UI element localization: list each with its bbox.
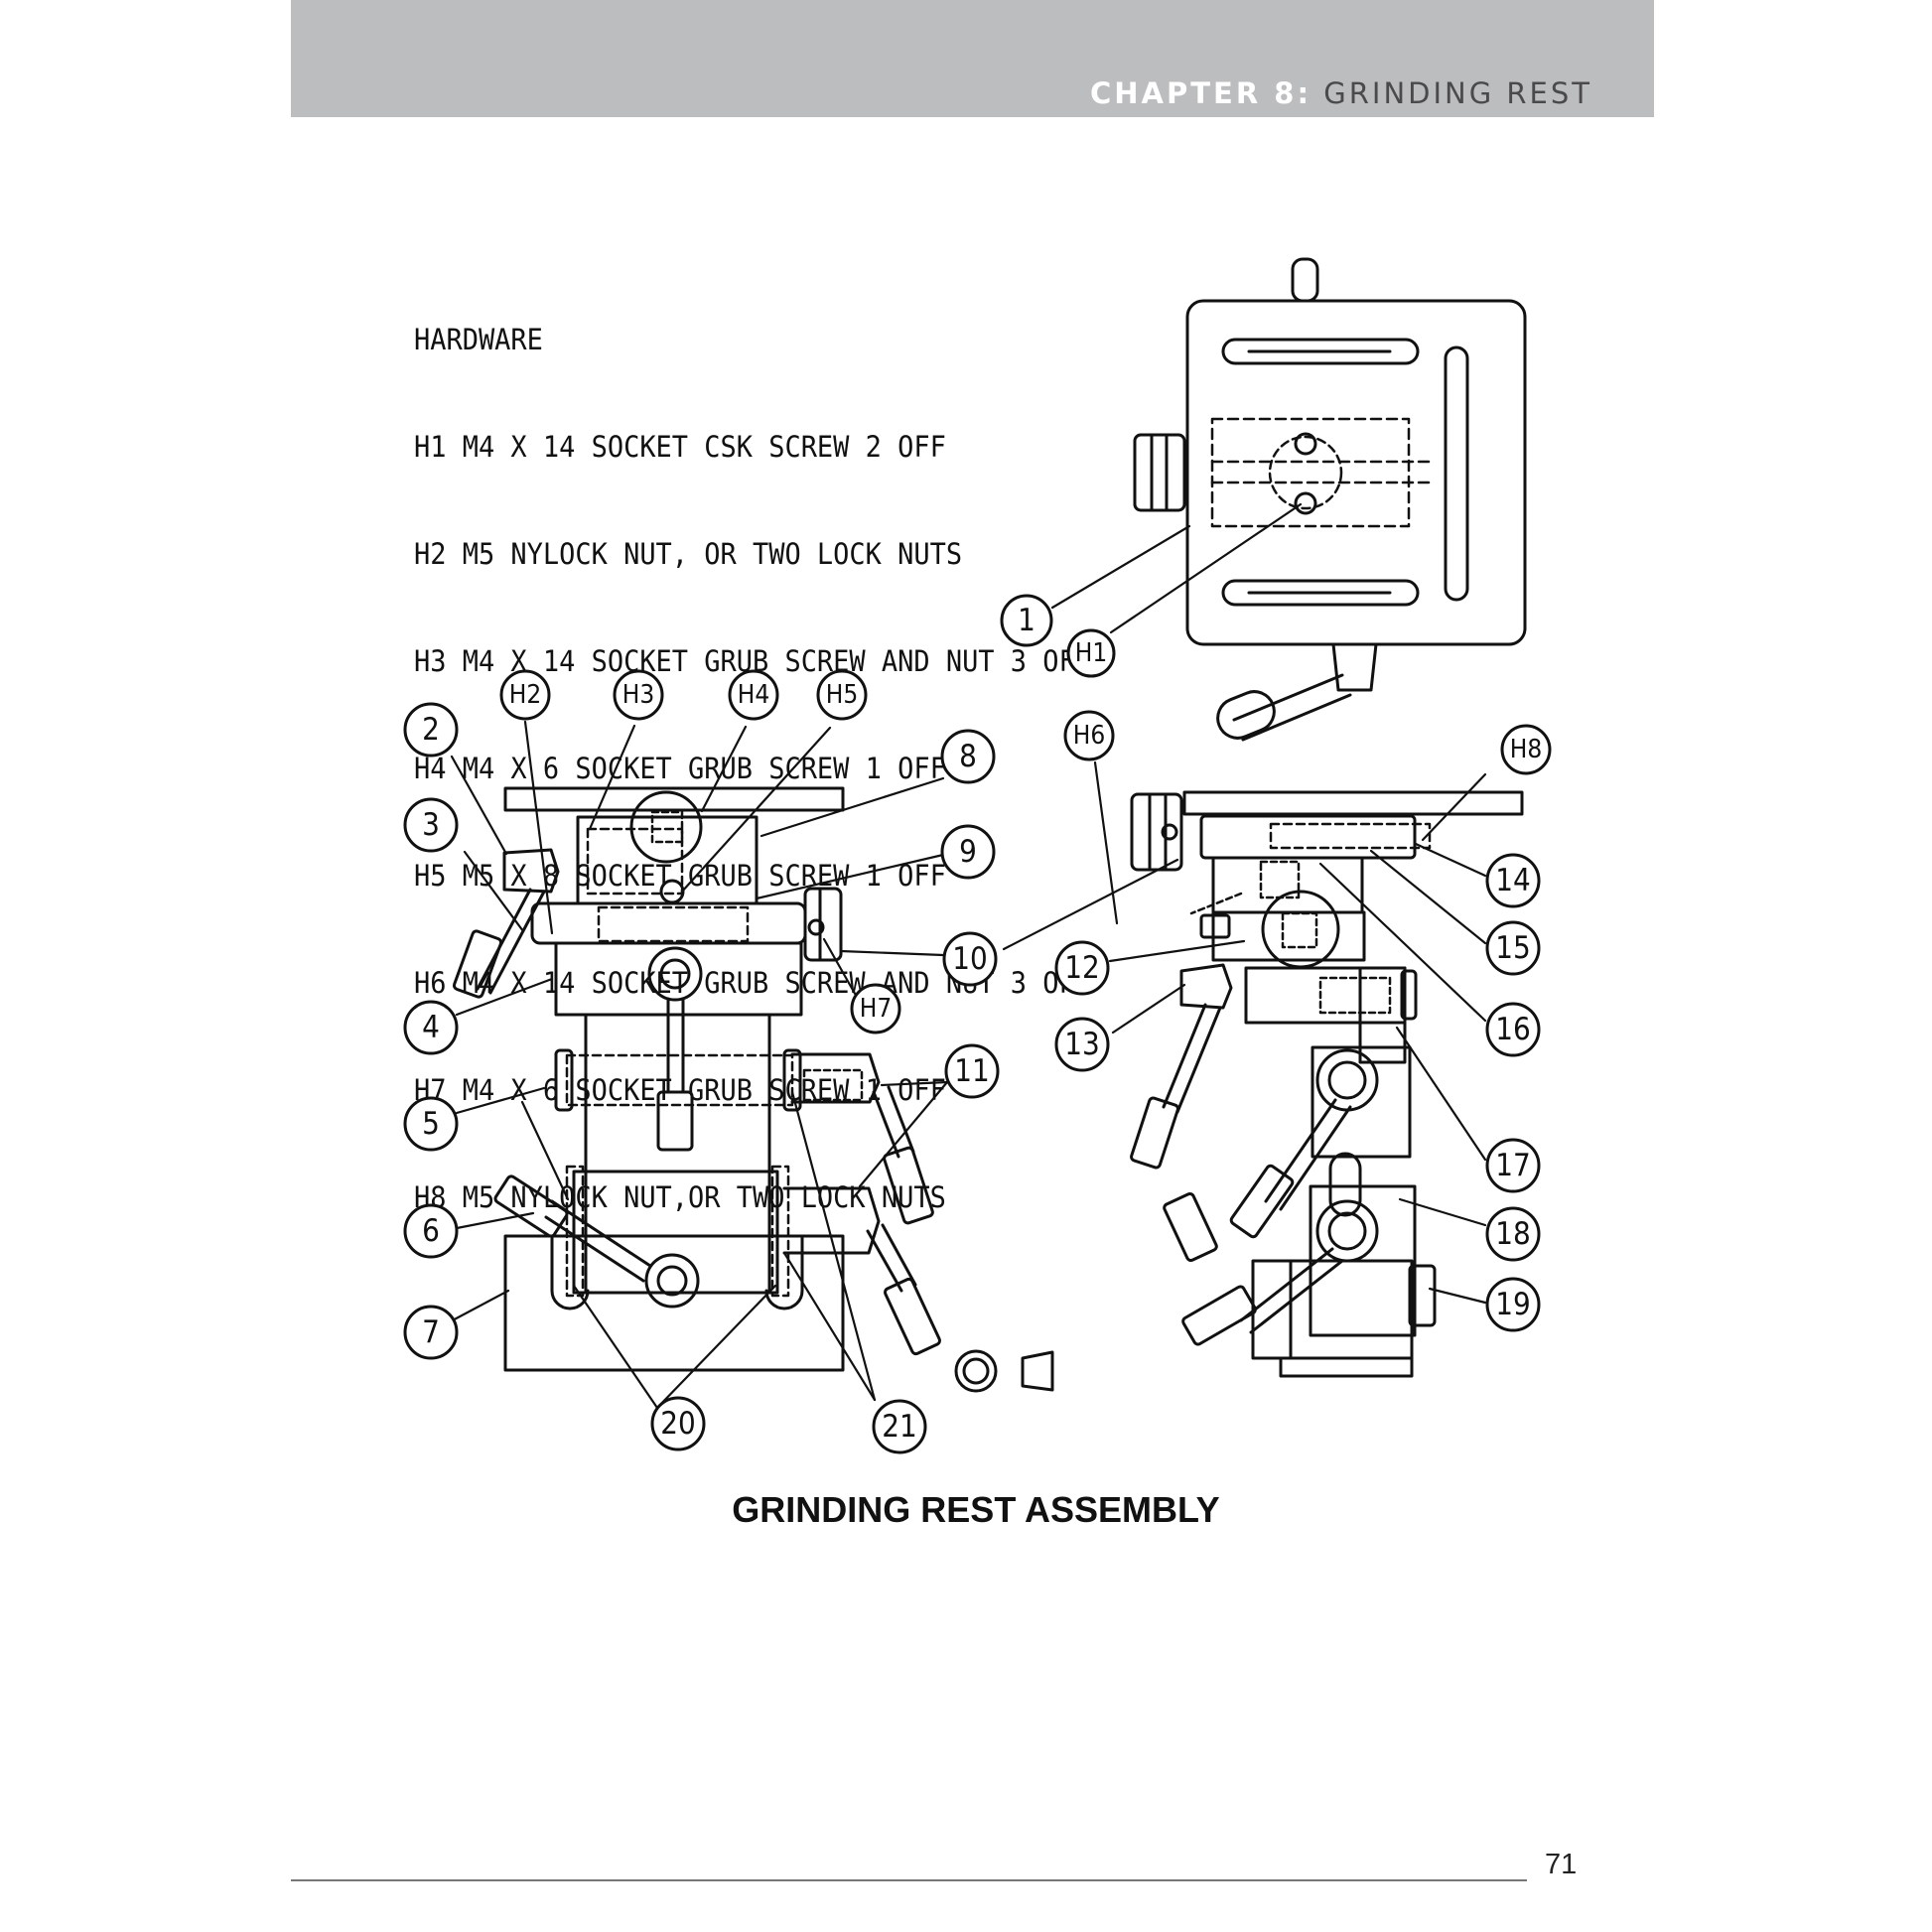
callout-h6: H6 (1073, 721, 1105, 751)
callout-7: 7 (422, 1314, 440, 1350)
callout-5: 5 (422, 1106, 440, 1142)
callout-19: 19 (1495, 1287, 1530, 1322)
hardware-item-h1: H1 M4 X 14 SOCKET CSK SCREW 2 OFF (414, 430, 946, 464)
page-number: 71 (1545, 1849, 1578, 1880)
callout-20: 20 (660, 1406, 695, 1442)
callout-14: 14 (1495, 863, 1530, 898)
footer-rule (291, 1879, 1527, 1881)
callout-6: 6 (422, 1213, 440, 1249)
callout-12: 12 (1064, 950, 1099, 986)
hardware-heading: HARDWARE (414, 323, 543, 356)
callout-21: 21 (882, 1409, 916, 1445)
callout-4: 4 (422, 1010, 440, 1045)
callout-11: 11 (954, 1053, 989, 1089)
callout-3: 3 (422, 807, 440, 843)
callout-8: 8 (959, 739, 977, 774)
hardware-item-h4: H4 M4 X 6 SOCKET GRUB SCREW 1 OFF (414, 752, 946, 785)
leader-lines (447, 502, 1487, 1410)
chapter-header-band: CHAPTER 8: GRINDING REST (291, 0, 1654, 117)
chapter-title: GRINDING REST (1323, 76, 1592, 110)
chapter-heading: CHAPTER 8: GRINDING REST (1090, 76, 1592, 110)
callout-18: 18 (1495, 1216, 1530, 1252)
callout-2: 2 (422, 712, 440, 748)
top-view-table (1133, 257, 1527, 742)
callout-1: 1 (1018, 603, 1035, 638)
callout-h3: H3 (622, 680, 654, 710)
side-view-assembly (1130, 790, 1524, 1378)
callout-10: 10 (952, 941, 987, 977)
chapter-number: CHAPTER 8: (1090, 76, 1312, 110)
callout-9: 9 (959, 834, 977, 870)
callout-balloons: 1 H1 2 3 4 5 6 7 H2 H3 H4 H5 8 9 10 H7 1… (403, 594, 1552, 1454)
callout-17: 17 (1495, 1148, 1530, 1183)
front-view-assembly (452, 786, 1054, 1393)
callout-h2: H2 (509, 680, 541, 710)
hardware-item-h2: H2 M5 NYLOCK NUT, OR TWO LOCK NUTS (414, 537, 963, 571)
figure-caption: GRINDING REST ASSEMBLY (732, 1489, 1220, 1530)
callout-h7: H7 (860, 994, 892, 1024)
callout-h4: H4 (738, 680, 769, 710)
callout-h8: H8 (1510, 735, 1542, 764)
callout-h1: H1 (1075, 638, 1107, 668)
hardware-list: HARDWARE H1 M4 X 14 SOCKET CSK SCREW 2 O… (414, 250, 1091, 1251)
callout-15: 15 (1495, 930, 1530, 966)
callout-h5: H5 (826, 680, 858, 710)
callout-16: 16 (1495, 1012, 1530, 1047)
callout-13: 13 (1064, 1027, 1099, 1062)
